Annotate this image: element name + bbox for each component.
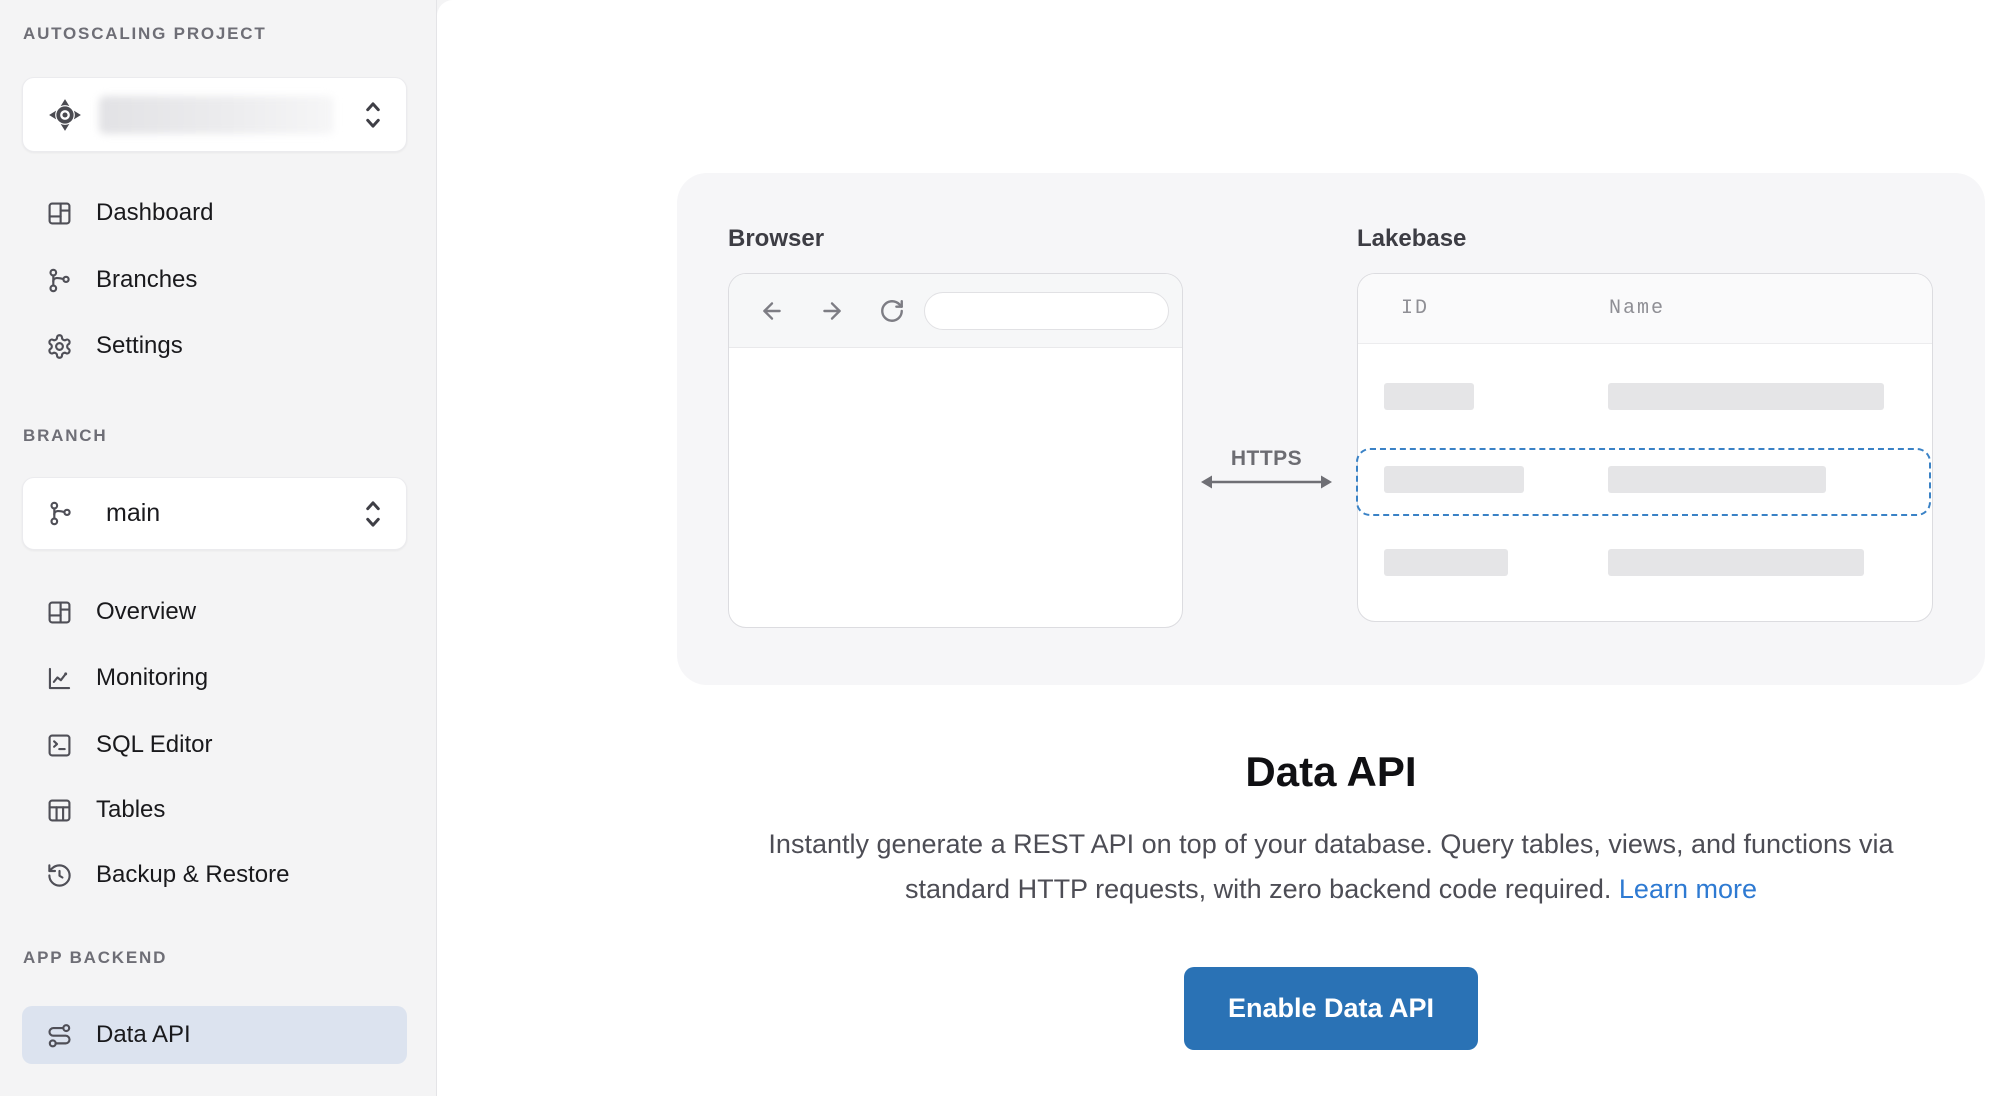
line-chart-icon xyxy=(48,667,71,689)
sidebar-item-monitoring[interactable]: Monitoring xyxy=(22,652,407,704)
back-arrow-icon xyxy=(763,301,781,320)
https-label: HTTPS xyxy=(1230,447,1303,470)
chevron-updown-icon xyxy=(366,101,380,128)
project-compass-icon xyxy=(49,98,81,131)
placeholder-cell xyxy=(1608,549,1864,576)
sidebar-item-settings[interactable]: Settings xyxy=(22,320,407,372)
terminal-icon xyxy=(48,734,71,756)
history-clock-icon xyxy=(48,863,71,887)
sidebar-item-sql-editor[interactable]: SQL Editor xyxy=(22,719,407,771)
sidebar: AUTOSCALING PROJECT xyxy=(0,0,437,1096)
placeholder-cell xyxy=(1384,466,1524,493)
dashboard-icon xyxy=(48,202,71,224)
column-header-id: ID xyxy=(1401,297,1430,320)
sidebar-item-label: Dashboard xyxy=(96,199,214,226)
enable-data-api-button[interactable]: Enable Data API xyxy=(1183,967,1479,1050)
browser-mock-label: Browser xyxy=(728,225,825,252)
column-header-name: Name xyxy=(1609,297,1666,320)
page-description: Instantly generate a REST API on top of … xyxy=(677,822,1985,912)
sidebar-item-label: Data API xyxy=(96,1021,191,1048)
browser-toolbar xyxy=(729,274,1182,348)
project-selector[interactable] xyxy=(22,77,407,152)
sidebar-item-dashboard[interactable]: Dashboard xyxy=(22,187,407,239)
illustration-card: Browser xyxy=(677,173,1985,685)
sidebar-item-label: Tables xyxy=(96,796,166,823)
app-backend-section-label: APP BACKEND xyxy=(23,948,168,967)
placeholder-cell xyxy=(1384,383,1474,410)
table-icon xyxy=(48,799,71,821)
https-connection: HTTPS xyxy=(1200,446,1333,495)
reload-icon xyxy=(881,299,903,322)
main-panel: Browser xyxy=(437,0,2000,1096)
forward-arrow-icon xyxy=(823,301,841,320)
branch-selector[interactable]: main xyxy=(22,477,407,550)
database-table-mockup: ID Name xyxy=(1356,273,1933,622)
lakebase-mock-label: Lakebase xyxy=(1357,225,1467,252)
double-arrow-icon xyxy=(1201,475,1332,489)
sidebar-item-branches[interactable]: Branches xyxy=(22,254,407,306)
gear-icon xyxy=(48,333,71,359)
sidebar-item-label: SQL Editor xyxy=(96,731,213,758)
placeholder-cell xyxy=(1608,383,1884,410)
chevron-updown-icon xyxy=(366,500,380,527)
project-section-label: AUTOSCALING PROJECT xyxy=(23,24,267,43)
project-name-redacted xyxy=(99,95,334,134)
sidebar-item-backup-restore[interactable]: Backup & Restore xyxy=(22,849,407,901)
overview-grid-icon xyxy=(48,601,71,623)
description-line-1: Instantly generate a REST API on top of … xyxy=(768,829,1894,859)
branch-icon xyxy=(49,268,70,292)
action-row: Enable Data API xyxy=(677,967,1985,1050)
browser-mockup xyxy=(728,273,1183,628)
sidebar-item-label: Settings xyxy=(96,332,183,359)
sidebar-item-label: Branches xyxy=(96,266,198,293)
description-line-2: standard HTTP requests, with zero backen… xyxy=(905,874,1612,904)
sidebar-item-tables[interactable]: Tables xyxy=(22,784,407,836)
route-icon xyxy=(48,1023,71,1047)
learn-more-link[interactable]: Learn more xyxy=(1618,874,1757,904)
branch-icon xyxy=(50,501,71,526)
selected-row-outline xyxy=(1356,448,1931,516)
branch-selector-value: main xyxy=(106,499,161,527)
page-title: Data API xyxy=(1245,748,1417,795)
placeholder-cell xyxy=(1384,549,1508,576)
sidebar-item-label: Monitoring xyxy=(96,664,209,691)
sidebar-item-label: Backup & Restore xyxy=(96,861,290,888)
url-bar xyxy=(924,292,1169,330)
sidebar-item-label: Overview xyxy=(96,598,197,625)
table-header: ID Name xyxy=(1358,274,1932,344)
sidebar-item-overview[interactable]: Overview xyxy=(22,586,407,638)
sidebar-item-data-api[interactable]: Data API xyxy=(22,1006,407,1064)
branch-section-label: BRANCH xyxy=(23,426,108,445)
placeholder-cell xyxy=(1608,466,1826,493)
